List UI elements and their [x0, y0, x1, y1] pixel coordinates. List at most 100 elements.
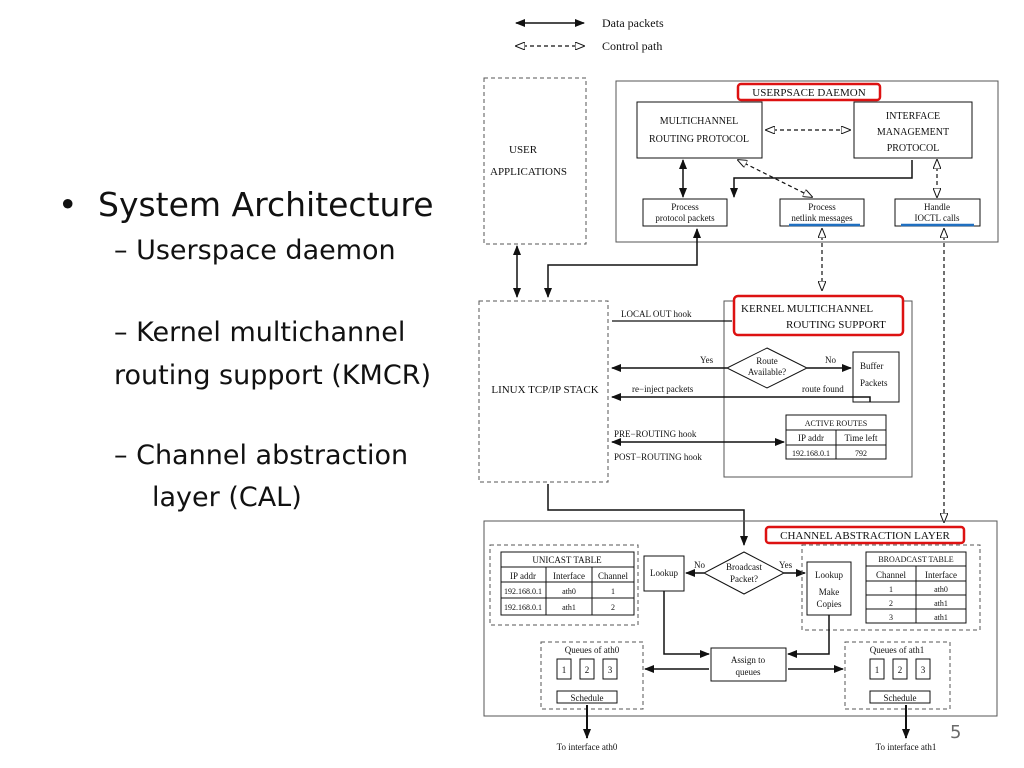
- channel-abstraction-layer: CHANNEL ABSTRACTION LAYER UNICAST TABLE …: [483, 520, 998, 717]
- userspace-daemon: USERPSACE DAEMON MULTICHANNEL ROUTING PR…: [615, 80, 999, 243]
- svg-text:192.168.0.1: 192.168.0.1: [504, 603, 542, 612]
- svg-text:re−inject packets: re−inject packets: [632, 384, 694, 394]
- svg-text:Channel: Channel: [598, 571, 628, 581]
- svg-text:MANAGEMENT: MANAGEMENT: [877, 127, 949, 138]
- buffer-packets-box: [852, 351, 900, 403]
- broadcast-packet-decision: [702, 551, 786, 595]
- bullet-system-architecture: •System Architecture: [58, 185, 434, 224]
- svg-text:Handle: Handle: [924, 202, 950, 212]
- svg-text:Schedule: Schedule: [571, 693, 604, 703]
- svg-text:No: No: [825, 355, 836, 365]
- svg-text:Packets: Packets: [860, 378, 888, 388]
- queues-ath1: Queues of ath1 1 2 3 Schedule: [844, 641, 951, 710]
- svg-text:PROTOCOL: PROTOCOL: [887, 143, 940, 154]
- svg-text:Interface: Interface: [925, 570, 957, 580]
- svg-text:Buffer: Buffer: [860, 361, 883, 371]
- active-routes-table: ACTIVE ROUTES IP addr Time left 192.168.…: [785, 414, 887, 460]
- to-interface-ath1: To interface ath1: [876, 742, 937, 752]
- schedule-ath1-box: [869, 690, 931, 704]
- svg-text:792: 792: [855, 449, 867, 458]
- user-applications-box: USER APPLICATIONS: [483, 77, 587, 245]
- bullet-cal-line2: layer (CAL): [152, 482, 302, 513]
- multichannel-routing-protocol-box: [636, 101, 763, 159]
- svg-text:BROADCAST TABLE: BROADCAST TABLE: [878, 555, 953, 564]
- svg-text:Process: Process: [808, 202, 836, 212]
- svg-text:netlink messages: netlink messages: [791, 213, 853, 223]
- svg-text:1: 1: [562, 665, 567, 675]
- svg-text:ath1: ath1: [934, 599, 948, 608]
- daemon-title-highlight: [736, 82, 882, 102]
- assign-to-queues-box: [710, 647, 787, 682]
- svg-text:1: 1: [875, 665, 880, 675]
- svg-text:IP addr: IP addr: [798, 433, 824, 443]
- bullet-cal-line1: – Channel abstraction: [114, 440, 409, 471]
- svg-text:MULTICHANNEL: MULTICHANNEL: [660, 116, 739, 127]
- svg-text:Copies: Copies: [816, 599, 841, 609]
- svg-text:APPLICATIONS: APPLICATIONS: [490, 166, 567, 178]
- svg-text:IP addr: IP addr: [510, 571, 536, 581]
- svg-text:192.168.0.1: 192.168.0.1: [504, 587, 542, 596]
- legend: Data packets Control path: [515, 16, 664, 53]
- cal-title: CHANNEL ABSTRACTION LAYER: [780, 530, 950, 542]
- bullet-userspace-daemon: – Userspace daemon: [114, 235, 396, 266]
- svg-text:LOCAL OUT hook: LOCAL OUT hook: [621, 309, 692, 319]
- svg-text:Yes: Yes: [700, 355, 714, 365]
- svg-text:3: 3: [608, 665, 613, 675]
- svg-text:Lookup: Lookup: [650, 568, 678, 578]
- svg-text:Queues of ath1: Queues of ath1: [870, 645, 924, 655]
- schedule-ath0-box: [556, 690, 618, 704]
- svg-text:1: 1: [889, 585, 893, 594]
- svg-text:Route: Route: [756, 356, 778, 366]
- svg-text:Channel: Channel: [876, 570, 906, 580]
- svg-text:Packet?: Packet?: [730, 574, 758, 584]
- svg-text:PRE−ROUTING hook: PRE−ROUTING hook: [614, 429, 697, 439]
- svg-text:Available?: Available?: [748, 367, 786, 377]
- svg-text:ath0: ath0: [934, 585, 948, 594]
- svg-text:Assign to: Assign to: [731, 655, 766, 665]
- svg-text:2: 2: [898, 665, 903, 675]
- svg-text:INTERFACE: INTERFACE: [886, 111, 940, 122]
- svg-text:3: 3: [921, 665, 926, 675]
- svg-text:ROUTING SUPPORT: ROUTING SUPPORT: [786, 319, 886, 331]
- lookup-make-copies-box: [806, 561, 852, 616]
- svg-text:Interface: Interface: [553, 571, 585, 581]
- process-protocol-packets-box: [642, 198, 728, 227]
- svg-text:queues: queues: [736, 667, 761, 677]
- legend-control-label: Control path: [602, 39, 662, 53]
- legend-data-label: Data packets: [602, 16, 664, 30]
- svg-text:Lookup: Lookup: [815, 570, 843, 580]
- svg-text:2: 2: [889, 599, 893, 608]
- linux-tcpip-stack: LINUX TCP/IP STACK: [478, 300, 609, 483]
- unicast-lookup-box: [643, 555, 685, 592]
- interface-management-protocol-box: [853, 101, 973, 159]
- svg-text:Schedule: Schedule: [884, 693, 917, 703]
- svg-text:ROUTING PROTOCOL: ROUTING PROTOCOL: [649, 134, 749, 145]
- kmcr-title-highlight: [732, 294, 905, 337]
- page-number: 5: [950, 722, 962, 743]
- bullet-kmcr-line1: – Kernel multichannel: [114, 317, 406, 348]
- svg-text:LINUX TCP/IP STACK: LINUX TCP/IP STACK: [491, 384, 598, 396]
- svg-text:2: 2: [611, 603, 615, 612]
- svg-text:3: 3: [889, 613, 893, 622]
- daemon-title: USERPSACE DAEMON: [752, 87, 865, 99]
- svg-text:ath0: ath0: [562, 587, 576, 596]
- svg-text:ath1: ath1: [562, 603, 576, 612]
- svg-text:UNICAST TABLE: UNICAST TABLE: [532, 555, 602, 565]
- svg-text:Make: Make: [819, 587, 840, 597]
- to-interface-ath0: To interface ath0: [557, 742, 618, 752]
- route-available-decision: [725, 347, 809, 389]
- svg-text:USER: USER: [509, 144, 538, 156]
- svg-text:IOCTL calls: IOCTL calls: [915, 213, 960, 223]
- broadcast-table: BROADCAST TABLE Channel Interface 1 ath0…: [865, 551, 967, 624]
- svg-text:2: 2: [585, 665, 590, 675]
- svg-text:192.168.0.1: 192.168.0.1: [792, 449, 830, 458]
- svg-text:No: No: [694, 560, 705, 570]
- unicast-table: UNICAST TABLE IP addr Interface Channel …: [500, 551, 635, 616]
- svg-text:Queues of ath0: Queues of ath0: [565, 645, 620, 655]
- svg-text:Broadcast: Broadcast: [726, 562, 762, 572]
- kernel-multichannel-routing-support: KERNEL MULTICHANNEL ROUTING SUPPORT LOCA…: [611, 294, 913, 478]
- svg-text:ath1: ath1: [934, 613, 948, 622]
- svg-text:POST−ROUTING hook: POST−ROUTING hook: [614, 452, 702, 462]
- svg-text:KERNEL MULTICHANNEL: KERNEL MULTICHANNEL: [741, 303, 873, 315]
